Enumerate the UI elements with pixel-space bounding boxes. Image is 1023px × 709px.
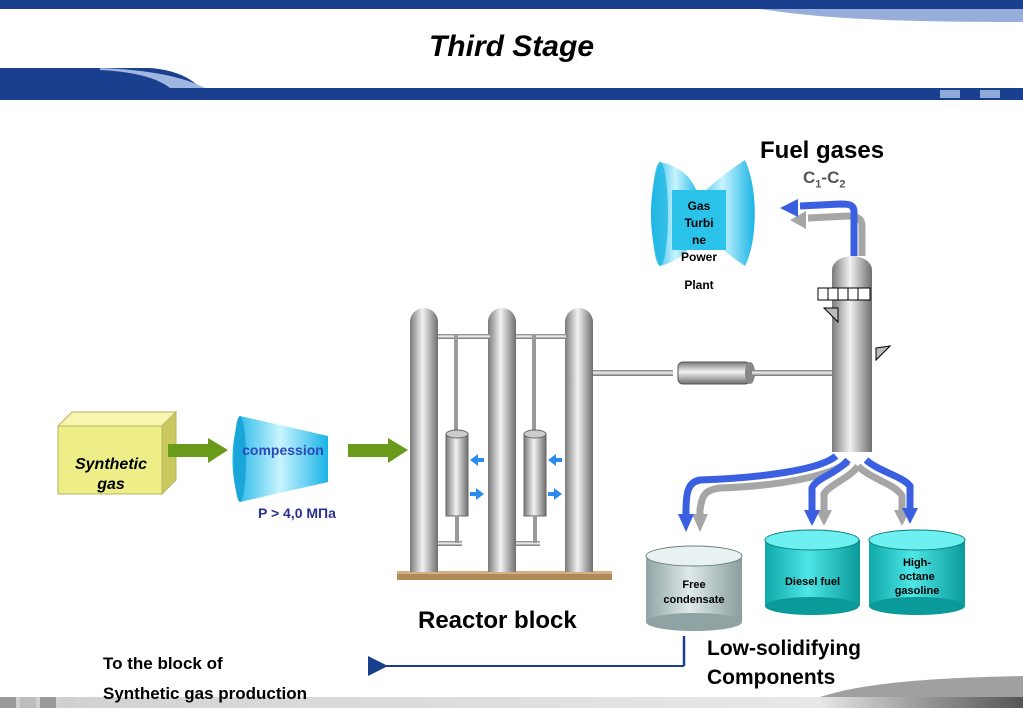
page-title: Third Stage bbox=[428, 30, 594, 63]
pressure-label: P > 4,0 МПа bbox=[258, 505, 336, 521]
diesel-tank bbox=[764, 529, 860, 615]
top-banner bbox=[0, 0, 1023, 100]
return-line-arrow bbox=[368, 636, 686, 676]
synthetic-gas-box bbox=[56, 410, 178, 496]
fuel-gases-label: Fuel gases bbox=[760, 137, 885, 164]
compression-label: compession bbox=[242, 442, 324, 458]
distillation-column bbox=[817, 256, 892, 452]
fuel-gases-formula: C1-C2 bbox=[803, 168, 846, 191]
reactor-block-graphic bbox=[397, 308, 612, 580]
footer-band bbox=[0, 676, 1023, 708]
gas-turbine-label: Gas Turbi ne Power bbox=[680, 199, 717, 264]
reactor-block-label: Reactor block bbox=[418, 607, 577, 634]
free-condensate-tank bbox=[645, 545, 743, 631]
fuel-gas-arrows bbox=[780, 199, 866, 256]
diesel-fuel-label: Diesel fuel bbox=[784, 576, 841, 588]
gas-turbine bbox=[651, 160, 755, 266]
gas-turbine-plant-label: Plant bbox=[684, 278, 714, 292]
low-solidifying-components-label: Low-solidifying Components bbox=[707, 637, 861, 689]
high-octane-tank bbox=[868, 529, 966, 615]
high-octane-gasoline-label: High- octane gasoline bbox=[894, 557, 940, 597]
compressor bbox=[232, 416, 328, 502]
synthetic-gas-label: Synthetic gas bbox=[74, 456, 147, 493]
to-synthetic-gas-production-label: To the block of Synthetic gas production bbox=[103, 654, 308, 703]
green-arrow-2 bbox=[348, 438, 408, 463]
free-condensate-label: Free condensate bbox=[663, 579, 725, 606]
transfer-pipe bbox=[593, 361, 832, 385]
product-flow-arrows bbox=[678, 453, 918, 532]
green-arrow-1 bbox=[168, 438, 228, 463]
